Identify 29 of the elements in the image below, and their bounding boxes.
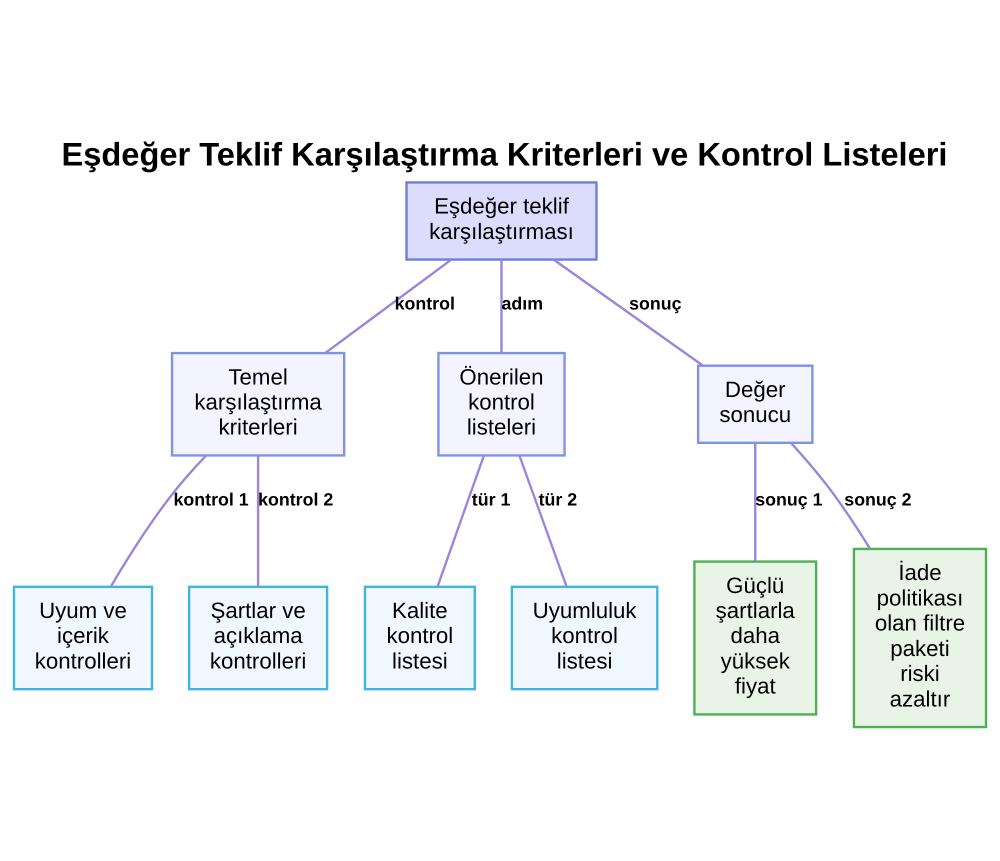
edge-label: kontrol 2 bbox=[258, 488, 334, 509]
connector bbox=[256, 455, 260, 586]
connector bbox=[790, 442, 872, 549]
connector bbox=[324, 258, 452, 354]
node-box: Değer sonucu bbox=[696, 364, 814, 444]
edge-label: sonuç bbox=[629, 292, 682, 313]
node-box: Önerilen kontrol listeleri bbox=[437, 351, 566, 456]
edge-label: tür 2 bbox=[538, 488, 578, 509]
connector bbox=[500, 259, 503, 352]
edge-label: kontrol 1 bbox=[174, 488, 249, 509]
connector bbox=[553, 258, 704, 366]
connector bbox=[436, 454, 485, 586]
connector bbox=[754, 442, 756, 561]
node-box: Eşdeğer teklif karşılaştırması bbox=[405, 180, 598, 260]
node-box: Uyum ve içerik kontrolleri bbox=[12, 585, 154, 690]
edge-label: kontrol bbox=[394, 292, 455, 313]
node-box: Kalite kontrol listesi bbox=[364, 585, 476, 690]
edge-label: sonuç 1 bbox=[755, 488, 823, 509]
node-box: İade politikası olan filtre paketi riski azaltır bbox=[852, 547, 988, 728]
node-box: Uyumluluk kontrol listesi bbox=[510, 585, 658, 690]
node-box: Temel karşılaştırma kriterleri bbox=[170, 351, 346, 456]
connector bbox=[110, 454, 207, 586]
connector bbox=[518, 454, 568, 586]
edge-label: tür 1 bbox=[472, 488, 510, 509]
diagram-title: Eşdeğer Teklif Karşılaştırma Kriterleri ve Kontrol Listeleri bbox=[61, 135, 948, 172]
edge-label: adım bbox=[501, 292, 544, 313]
node-box: Şartlar ve açıklama kontrolleri bbox=[188, 585, 328, 690]
node-box: Güçlü şartlarla daha yüksek fiyat bbox=[693, 560, 818, 716]
edge-label: sonuç 2 bbox=[844, 488, 912, 509]
